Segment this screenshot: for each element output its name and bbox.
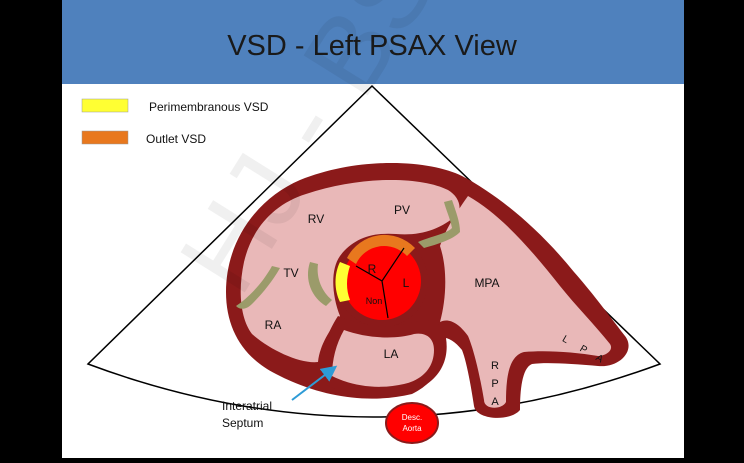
label-rpa-a: A: [491, 396, 499, 408]
legend-swatch-outlet: [81, 130, 129, 145]
label-interatrial-1: Interatrial: [222, 399, 272, 413]
descending-aorta: [385, 402, 439, 444]
label-left-cusp: L: [403, 276, 410, 290]
label-interatrial-2: Septum: [222, 416, 263, 430]
label-rpa-r: R: [491, 360, 499, 372]
main-pulmonary-artery: [440, 196, 612, 408]
label-mpa: MPA: [474, 276, 499, 290]
label-pv: PV: [394, 203, 410, 217]
left-letterbox: [0, 0, 62, 458]
label-ra: RA: [265, 318, 282, 332]
title-bar: [62, 0, 684, 84]
tricuspid-leaflet-septal: [236, 266, 280, 309]
tricuspid-leaflet-anterior: [307, 262, 332, 306]
legend-label-perimembranous: Perimembranous VSD: [149, 100, 269, 114]
aortic-commissures: [355, 247, 405, 319]
pulmonary-valve-leaflet: [418, 200, 460, 248]
label-rv: RV: [308, 212, 324, 226]
label-rpa-p: P: [491, 378, 498, 390]
label-right-cusp: R: [368, 262, 377, 276]
label-la: LA: [384, 347, 399, 361]
label-non-cusp: Non: [366, 296, 383, 306]
perimembranous-vsd: [335, 262, 350, 302]
outlet-vsd: [347, 234, 415, 264]
legend-label-outlet: Outlet VSD: [146, 132, 206, 146]
label-lpa-l: L: [560, 334, 571, 347]
label-desc-aorta-1: Desc.: [402, 413, 422, 422]
interatrial-arrow: [291, 365, 338, 401]
label-tv: TV: [283, 266, 298, 280]
legend-swatch-perimembranous: [81, 98, 129, 113]
left-atrium: [332, 330, 434, 387]
right-heart-cavity: [240, 179, 460, 363]
label-lpa-p: P: [578, 343, 590, 356]
label-lpa-a: A: [594, 352, 606, 365]
slide-title: VSD - Left PSAX View: [227, 30, 518, 62]
label-desc-aorta-2: Aorta: [402, 424, 422, 433]
right-letterbox: [684, 0, 744, 458]
